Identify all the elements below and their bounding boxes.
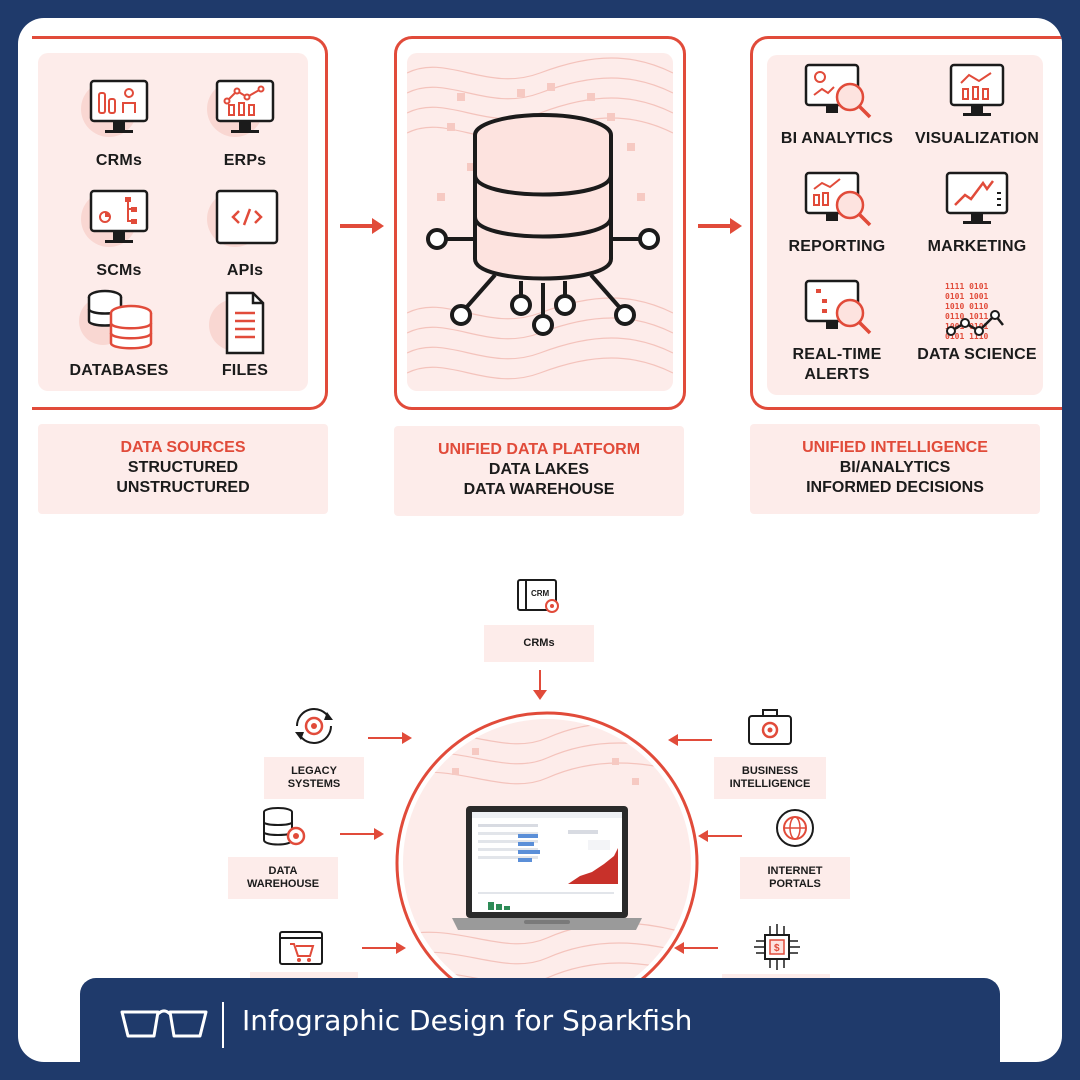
warehouse-db-icon: [263, 807, 306, 846]
flow-arrow-right: [368, 732, 412, 744]
intelligence-panel: BI ANALYTICS VISUALIZATION: [750, 36, 1062, 410]
svg-text:$: $: [774, 943, 780, 954]
caption-line: INFORMED DECISIONS: [806, 479, 984, 496]
intel-reporting: REPORTING: [767, 171, 907, 257]
hub-node-crms: CRM CRMs: [484, 576, 594, 662]
api-code-icon: [207, 189, 279, 247]
svg-text:0101 1001: 0101 1001: [945, 292, 989, 301]
bi-analytics-icon: [804, 63, 872, 119]
caption-line: DATA WAREHOUSE: [463, 481, 615, 498]
data-platform-caption: UNIFIED DATA PLATFORM DATA LAKES DATA WA…: [394, 426, 684, 516]
source-label: ERPs: [223, 152, 267, 169]
caption-title: DATA SOURCES: [120, 439, 246, 456]
flow-arrow-down: [533, 670, 547, 700]
intel-real-time-alerts: REAL-TIME ALERTS: [767, 279, 907, 385]
caption-title: UNIFIED INTELLIGENCE: [802, 439, 988, 456]
chip-dollar-icon: $: [754, 924, 800, 970]
caption-line: DATA LAKES: [488, 461, 590, 478]
glasses-icon: [120, 1009, 208, 1038]
source-label: CRMs: [95, 152, 143, 169]
svg-text:1010 0110: 1010 0110: [945, 302, 989, 311]
reporting-icon: [804, 171, 872, 227]
data-platform-panel: [394, 36, 686, 410]
intel-label: REPORTING: [788, 238, 886, 255]
data-sources-caption: DATA SOURCES STRUCTURED UNSTRUCTURED: [38, 424, 328, 514]
legacy-gear-icon: [295, 708, 333, 744]
briefcase-gear-icon: [748, 709, 792, 745]
intel-marketing: MARKETING: [907, 171, 1047, 257]
intel-data-science: 1111 0101 0101 1001 1010 0110 0110 1011 …: [907, 279, 1047, 365]
hub-node-bi: BUSINESS INTELLIGENCE: [714, 706, 826, 799]
footer-text: Infographic Design for Sparkfish: [242, 1004, 693, 1037]
shopping-cart-icon: [279, 931, 323, 965]
hub-node-legacy: LEGACY SYSTEMS: [264, 704, 364, 799]
caption-line: STRUCTURED: [127, 459, 239, 476]
caption-line: UNSTRUCTURED: [116, 479, 250, 496]
source-scms: SCMs: [54, 187, 184, 281]
crm-icon-text: CRM: [531, 589, 550, 598]
source-apis: APIs: [180, 187, 310, 281]
intel-label: DATA SCIENCE: [917, 346, 1037, 363]
svg-text:0101 1110: 0101 1110: [945, 332, 989, 341]
source-files: FILES: [180, 291, 310, 381]
flow-arrow-right: [340, 828, 384, 840]
scm-monitor-icon: [81, 189, 149, 247]
hub-node-portals: INTERNET PORTALS: [740, 806, 850, 899]
source-crms: CRMs: [54, 77, 184, 171]
hub-node-label: INTERNET PORTALS: [740, 857, 850, 899]
hub-circle: [395, 711, 699, 1015]
source-erps: ERPs: [180, 77, 310, 171]
intelligence-caption: UNIFIED INTELLIGENCE BI/ANALYTICS INFORM…: [750, 424, 1040, 514]
source-databases: DATABASES: [54, 287, 184, 381]
flow-arrow-right: [698, 218, 742, 234]
data-sources-panel: CRMs ERPs: [32, 36, 328, 410]
globe-icon: [776, 809, 814, 847]
database-icon: [79, 289, 153, 350]
intel-visualization: VISUALIZATION: [907, 63, 1047, 149]
source-label: APIs: [226, 262, 264, 279]
source-label: FILES: [221, 362, 269, 379]
marketing-icon: [945, 171, 1009, 224]
hub-node-label: LEGACY SYSTEMS: [264, 757, 364, 799]
database-network-icon: [426, 113, 660, 336]
visualization-icon: [949, 63, 1005, 116]
data-science-icon: 1111 0101 0101 1001 1010 0110 0110 1011 …: [945, 282, 1004, 341]
source-label: SCMs: [96, 262, 142, 279]
intel-bi-analytics: BI ANALYTICS: [767, 63, 907, 149]
footer-banner: Infographic Design for Sparkfish: [80, 978, 1000, 1064]
caption-title: UNIFIED DATA PLATFORM: [437, 441, 641, 458]
hub-node-label: BUSINESS INTELLIGENCE: [714, 757, 826, 799]
flow-arrow-left: [698, 830, 742, 842]
hub-node-label: DATA WAREHOUSE: [228, 857, 338, 899]
flow-arrow-right: [340, 218, 384, 234]
crm-monitor-icon: [81, 79, 149, 137]
erp-monitor-icon: [207, 79, 275, 137]
infographic-card: CRMs ERPs: [18, 18, 1062, 1062]
intel-label: REAL-TIME ALERTS: [792, 346, 882, 383]
flow-arrow-left: [668, 734, 712, 746]
footer-divider: [222, 1002, 224, 1048]
intel-label: MARKETING: [927, 238, 1027, 255]
hub-node-warehouse: DATA WAREHOUSE: [228, 806, 338, 899]
file-icon: [209, 291, 265, 355]
svg-text:0110 1011: 0110 1011: [945, 312, 989, 321]
flow-arrow-left: [674, 942, 718, 954]
intel-label: VISUALIZATION: [914, 130, 1040, 147]
crm-gear-icon: CRM: [517, 579, 559, 613]
intel-label: BI ANALYTICS: [780, 130, 894, 147]
alerts-icon: [804, 279, 872, 335]
caption-line: BI/ANALYTICS: [839, 459, 951, 476]
hub-node-label: CRMs: [484, 625, 594, 662]
source-label: DATABASES: [69, 362, 169, 379]
svg-text:1111 0101: 1111 0101: [945, 282, 989, 291]
flow-arrow-right: [362, 942, 406, 954]
